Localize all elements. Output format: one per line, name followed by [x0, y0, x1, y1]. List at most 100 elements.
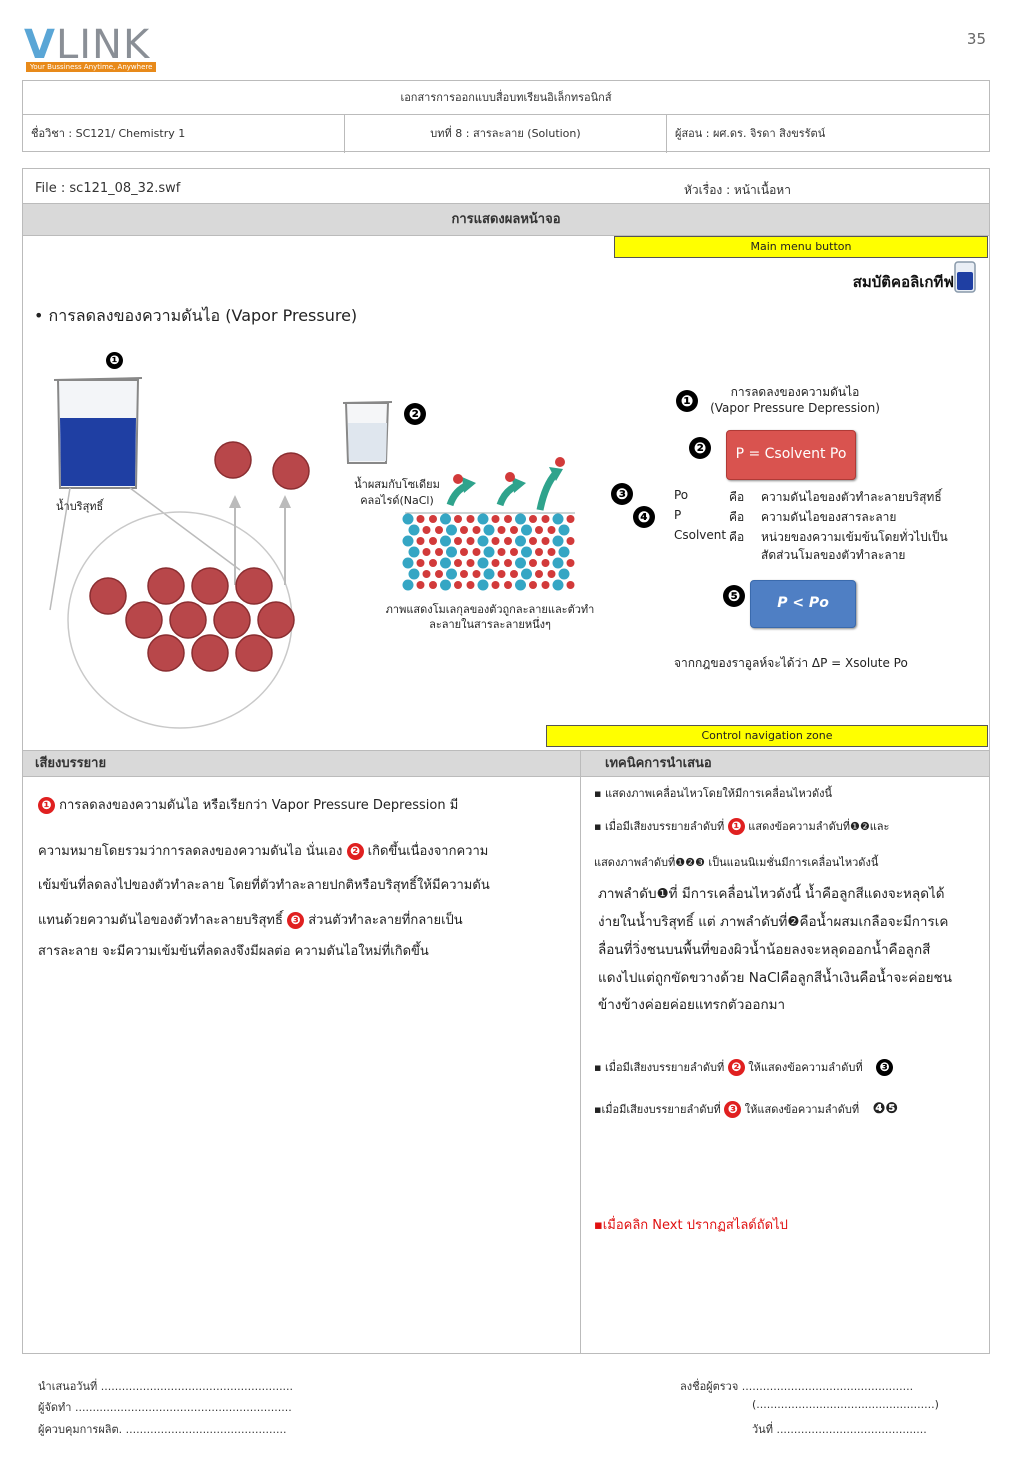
solvent-molecule	[535, 526, 543, 534]
solvent-molecule	[491, 581, 500, 589]
solute-molecule	[477, 557, 489, 569]
solvent-molecule	[504, 581, 512, 589]
solvent-molecule	[529, 581, 537, 589]
marker-r3: ❸	[611, 483, 633, 505]
footer-paren: (.......................................…	[752, 1398, 939, 1411]
solute-molecule	[515, 557, 526, 569]
document-header-table: เอกสารการออกแบบสื่อบทเรียนอิเล็กทรอนิกส์…	[22, 80, 990, 153]
solute-molecule	[483, 546, 495, 558]
solute-molecule	[558, 546, 570, 558]
solute-molecule	[440, 535, 451, 547]
def-p-text: ความดันไอของสารละลาย	[761, 510, 897, 524]
tech-text-2b: แสดงข้อความลำดับที่❶❷และ	[748, 820, 890, 833]
tech-text-10a: ▪เมื่อมีเสียงบรรยายลำดับที่	[594, 1103, 721, 1116]
main-menu-button[interactable]: Main menu button	[614, 236, 988, 258]
solute-molecule	[408, 524, 420, 536]
solvent-molecule	[435, 548, 443, 556]
solvent-molecule	[460, 548, 468, 556]
pure-water-illustration	[49, 377, 310, 729]
technique-heading: เทคนิคการนำเสนอ	[605, 756, 712, 771]
marker-r1: ❶	[676, 390, 698, 412]
narration-line-3: เข้มข้นที่ลดลงไปของตัวทำละลาย โดยที่ตัวท…	[38, 878, 490, 893]
narr-text-4b: ส่วนตัวทำละลายที่กลายเป็น	[308, 913, 463, 928]
tech-text-2a: ▪ เมื่อมีเสียงบรรยายลำดับที่	[594, 820, 725, 833]
pure-water-label: น้ำบริสุทธิ์	[56, 500, 104, 513]
footer-date: วันที่ .................................…	[752, 1423, 927, 1436]
solvent-molecule	[541, 515, 550, 523]
tech-marker-3: ❸	[876, 1059, 894, 1076]
solvent-molecule	[472, 548, 481, 556]
bullet-title: • การลดลงของความดันไอ (Vapor Pressure)	[34, 306, 358, 325]
salt-water-beaker-icon	[342, 401, 393, 464]
solvent-molecule	[497, 570, 506, 578]
tech-line-9: ▪ เมื่อมีเสียงบรรยายลำดับที่ ❷ ให้แสดงข้…	[594, 1059, 979, 1076]
vp-depression-label: การลดลงของความดันไอ (Vapor Pressure Depr…	[700, 384, 890, 416]
solute-molecule	[402, 535, 414, 547]
section-header-row: เสียงบรรยาย เทคนิคการนำเสนอ	[23, 750, 989, 777]
doc-title: เอกสารการออกแบบสื่อบทเรียนอิเล็กทรอนิกส์	[23, 81, 989, 115]
footer-producer: ผู้จัดทำ ...............................…	[38, 1401, 292, 1414]
narr-marker-2: ❷	[346, 843, 364, 860]
def-p-symbol: P	[674, 508, 682, 522]
marker-r4: ❹	[633, 506, 655, 528]
def-p-is: คือ	[729, 510, 745, 524]
narr-text-2b: เกิดขึ้นเนื่องจากความ	[367, 844, 489, 859]
solvent-molecule	[547, 548, 556, 556]
tech-text-9b: ให้แสดงข้อความลำดับที่	[748, 1061, 863, 1074]
solvent-molecule	[466, 581, 475, 589]
solute-molecule	[402, 557, 414, 569]
vlink-logo: VLINK Your Bussiness Anytime, Anywhere	[24, 22, 174, 78]
file-label: File : sc121_08_32.swf	[35, 181, 181, 196]
screen-display-heading: การแสดงผลหน้าจอ	[23, 203, 989, 236]
solvent-molecule	[422, 570, 431, 578]
solute-molecule	[446, 524, 457, 536]
solvent-molecule	[460, 526, 468, 534]
solvent-molecule	[566, 581, 575, 589]
logo-tagline: Your Bussiness Anytime, Anywhere	[26, 62, 157, 72]
solvent-molecule	[529, 515, 537, 523]
solute-molecule	[552, 579, 564, 591]
storyboard-frame	[22, 168, 990, 1354]
solvent-molecule	[435, 526, 443, 534]
solvent-molecule	[535, 548, 543, 556]
tech-line-8: ข้างข้างค่อยค่อยแทรกตัวออกมา	[598, 997, 786, 1013]
solvent-molecule	[472, 526, 481, 534]
solvent-molecule	[466, 515, 475, 523]
formula-2-text: P < Po	[777, 595, 829, 611]
narr-marker-1: ❶	[38, 797, 55, 814]
solvent-molecule	[566, 559, 575, 567]
solvent-molecule	[416, 559, 425, 567]
tech-marker-1: ❶	[727, 818, 745, 835]
solute-molecule	[402, 513, 414, 525]
footer-present-date: นำเสนอวันที่ ...........................…	[38, 1380, 294, 1393]
solvent-molecule	[460, 570, 468, 578]
marker-r2: ❷	[689, 437, 711, 459]
formula-box-2: P < Po	[750, 580, 856, 628]
solvent-molecule	[491, 515, 500, 523]
solvent-molecule	[497, 526, 506, 534]
solute-molecule	[446, 546, 457, 558]
def-c-text: หน่วยของความเข้มข้นโดยทั่วไปเป็นสัดส่วนโ…	[761, 530, 948, 562]
solute-molecule	[552, 535, 564, 547]
solvent-molecule	[454, 559, 462, 567]
narration-line-2: ความหมายโดยรวมว่าการลดลงของความดันไอ นั่…	[38, 843, 568, 860]
solute-molecule	[515, 513, 526, 525]
solute-molecule	[558, 568, 570, 580]
solvent-molecule	[510, 526, 518, 534]
solvent-molecule	[429, 537, 437, 545]
solvent-molecule	[541, 537, 550, 545]
tech-marker-45: ❹❺	[872, 1099, 899, 1117]
solvent-molecule	[416, 581, 425, 589]
solvent-molecule	[429, 559, 437, 567]
solvent-molecule	[504, 515, 512, 523]
solvent-molecule	[541, 559, 550, 567]
solvent-molecule	[566, 515, 575, 523]
narr-text-4: แทนด้วยความดันไอของตัวทำละลายบริสุทธิ์	[38, 913, 283, 928]
logo-wordmark: VLINK	[24, 22, 151, 68]
next-instruction: ▪เมื่อคลิก Next ปรากฏสไลด์ถัดไป	[594, 1218, 788, 1233]
control-navigation-zone[interactable]: Control navigation zone	[546, 725, 988, 747]
solvent-molecule	[491, 559, 500, 567]
solute-molecule	[440, 579, 451, 591]
solute-molecule	[552, 513, 564, 525]
narr-marker-3: ❸	[287, 912, 305, 929]
